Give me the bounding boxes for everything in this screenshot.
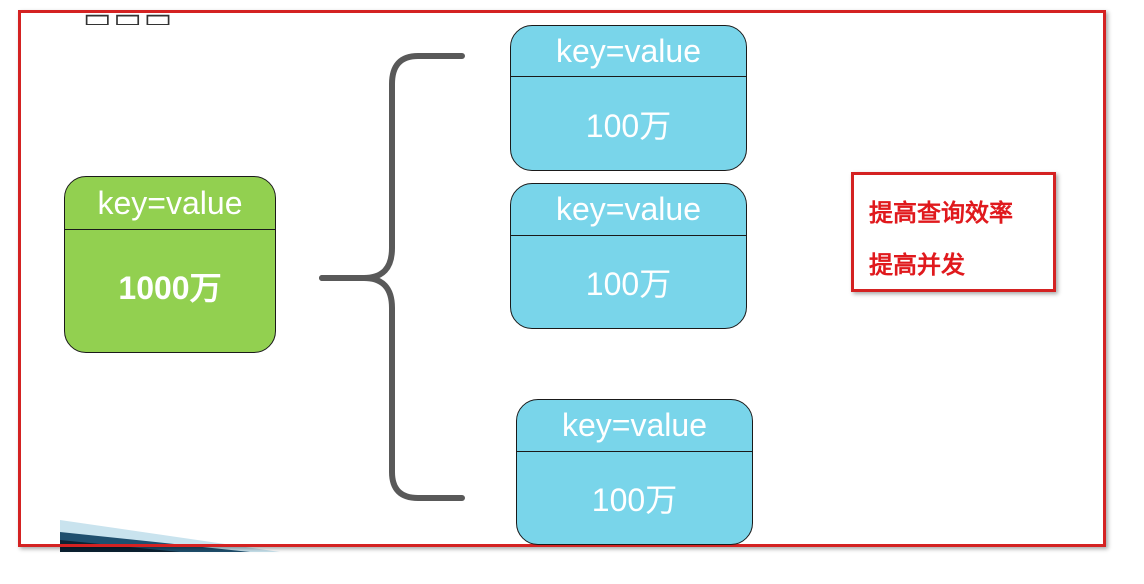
benefit-line-concurrency: 提高并发 (869, 250, 965, 279)
source-block: key=value 1000万 (64, 176, 276, 353)
shard-key-label: key=value (511, 184, 746, 236)
shard-block-2: key=value 100万 (510, 183, 747, 329)
shard-block-1: key=value 100万 (510, 25, 747, 171)
benefit-note: 提高查询效率 提高并发 (851, 172, 1056, 292)
cropped-heading-glyphs: ▭▭▭ (83, 1, 175, 25)
shard-key-label: key=value (511, 26, 746, 77)
benefit-line-query-efficiency: 提高查询效率 (869, 198, 1013, 227)
slide-frame: ▭▭▭ (18, 1, 1106, 547)
shard-value-label: 100万 (591, 482, 678, 518)
source-key-label: key=value (65, 177, 275, 230)
shard-key-label: key=value (517, 400, 752, 452)
shard-block-3: key=value 100万 (516, 399, 753, 545)
source-value-label: 1000万 (118, 270, 222, 306)
shard-value-label: 100万 (585, 266, 672, 302)
shard-value-label: 100万 (585, 107, 672, 144)
